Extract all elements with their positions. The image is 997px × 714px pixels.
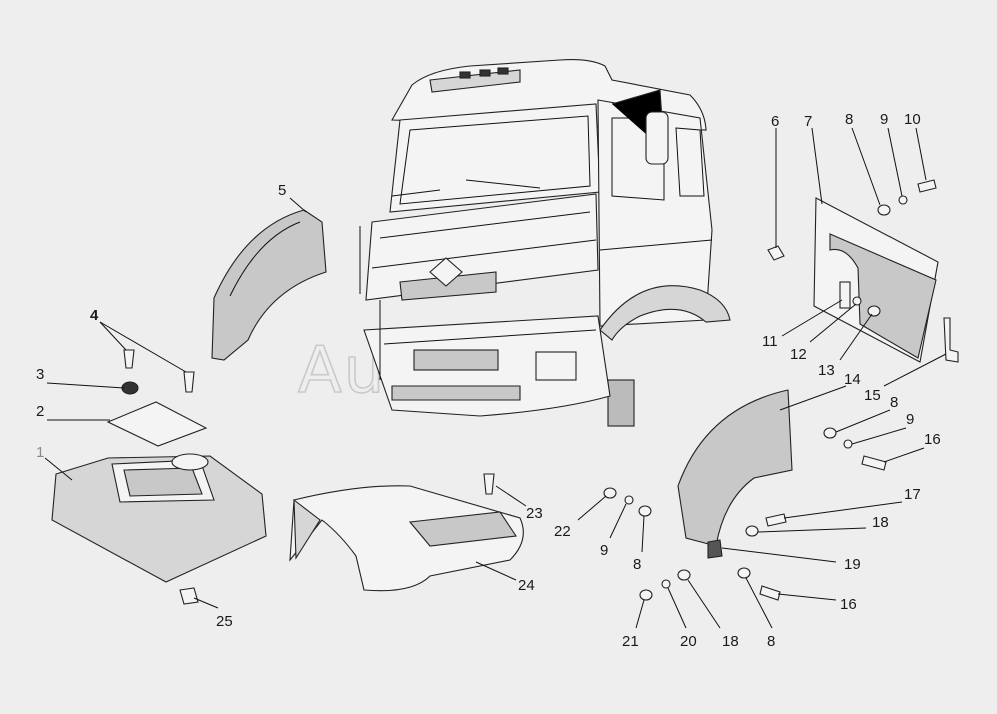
part-14-right-mudguard [677, 389, 793, 547]
callout-11: 11 [762, 333, 778, 350]
callout-9b: 9 [906, 411, 914, 428]
part-25-clip [179, 587, 199, 605]
part-17-bolt [765, 513, 787, 527]
part-10-bolt [917, 179, 937, 193]
callout-22: 22 [554, 523, 571, 540]
callout-18b: 18 [722, 633, 739, 650]
part-2-plate [106, 401, 208, 447]
part-11-bracket [839, 281, 851, 309]
callout-4: 4 [90, 307, 99, 324]
callout-labels: 1 2 3 4 5 6 7 8 9 10 11 12 13 14 15 8 9 … [36, 111, 941, 650]
callout-18a: 18 [872, 514, 889, 531]
callout-13: 13 [818, 362, 835, 379]
callout-10: 10 [904, 111, 921, 128]
callout-1: 1 [36, 444, 44, 461]
part-1-console-cover [51, 453, 267, 583]
callout-17: 17 [904, 486, 921, 503]
part-16-bolt-a [861, 455, 887, 471]
callout-16a: 16 [924, 431, 941, 448]
part-6-bolt [767, 245, 785, 261]
callout-7: 7 [804, 113, 812, 130]
part-24-engine-cover [289, 485, 524, 592]
part-9-washer-b [843, 439, 853, 449]
part-7-mudguard-panel [813, 197, 939, 363]
part-8-washer [877, 204, 891, 216]
callout-12: 12 [790, 346, 807, 363]
callout-6: 6 [771, 113, 779, 130]
leader-lines [44, 127, 947, 629]
part-18-washer [745, 525, 759, 537]
callout-9a: 9 [880, 111, 888, 128]
callout-9c: 9 [600, 542, 608, 559]
truck-cab [359, 59, 731, 427]
callout-19: 19 [844, 556, 861, 573]
part-8-washer-b [823, 427, 837, 439]
callout-8d: 8 [633, 556, 641, 573]
callout-20: 20 [680, 633, 697, 650]
part-19-clip [707, 539, 723, 559]
part-3-plug [121, 381, 139, 395]
part-8-washer-c [737, 567, 751, 579]
part-20-washer [661, 579, 671, 589]
part-15-bracket [943, 317, 959, 363]
part-9-washer [898, 195, 908, 205]
callout-24: 24 [518, 577, 535, 594]
part-12-washer [852, 296, 862, 306]
callout-3: 3 [36, 366, 44, 383]
callout-25: 25 [216, 613, 233, 630]
part-8-washer-d [638, 505, 652, 517]
part-13-nut [867, 305, 881, 317]
part-16-bolt-b [759, 585, 781, 601]
callout-14: 14 [844, 371, 861, 388]
callout-23: 23 [526, 505, 543, 522]
callout-5: 5 [278, 182, 286, 199]
part-4-screw-a [123, 349, 135, 369]
part-4-screw-b [183, 371, 195, 393]
part-5-left-mudguard [211, 209, 327, 361]
callout-8b: 8 [890, 394, 898, 411]
callout-15: 15 [864, 387, 881, 404]
callout-8c: 8 [767, 633, 775, 650]
part-18-washer-b [677, 569, 691, 581]
callout-2: 2 [36, 403, 44, 420]
callout-16b: 16 [840, 596, 857, 613]
part-23-screw [483, 473, 495, 495]
part-22-nut [603, 487, 617, 499]
part-21-nut [639, 589, 653, 601]
callout-8a: 8 [845, 111, 853, 128]
callout-21: 21 [622, 633, 639, 650]
part-9-washer-c [624, 495, 634, 505]
